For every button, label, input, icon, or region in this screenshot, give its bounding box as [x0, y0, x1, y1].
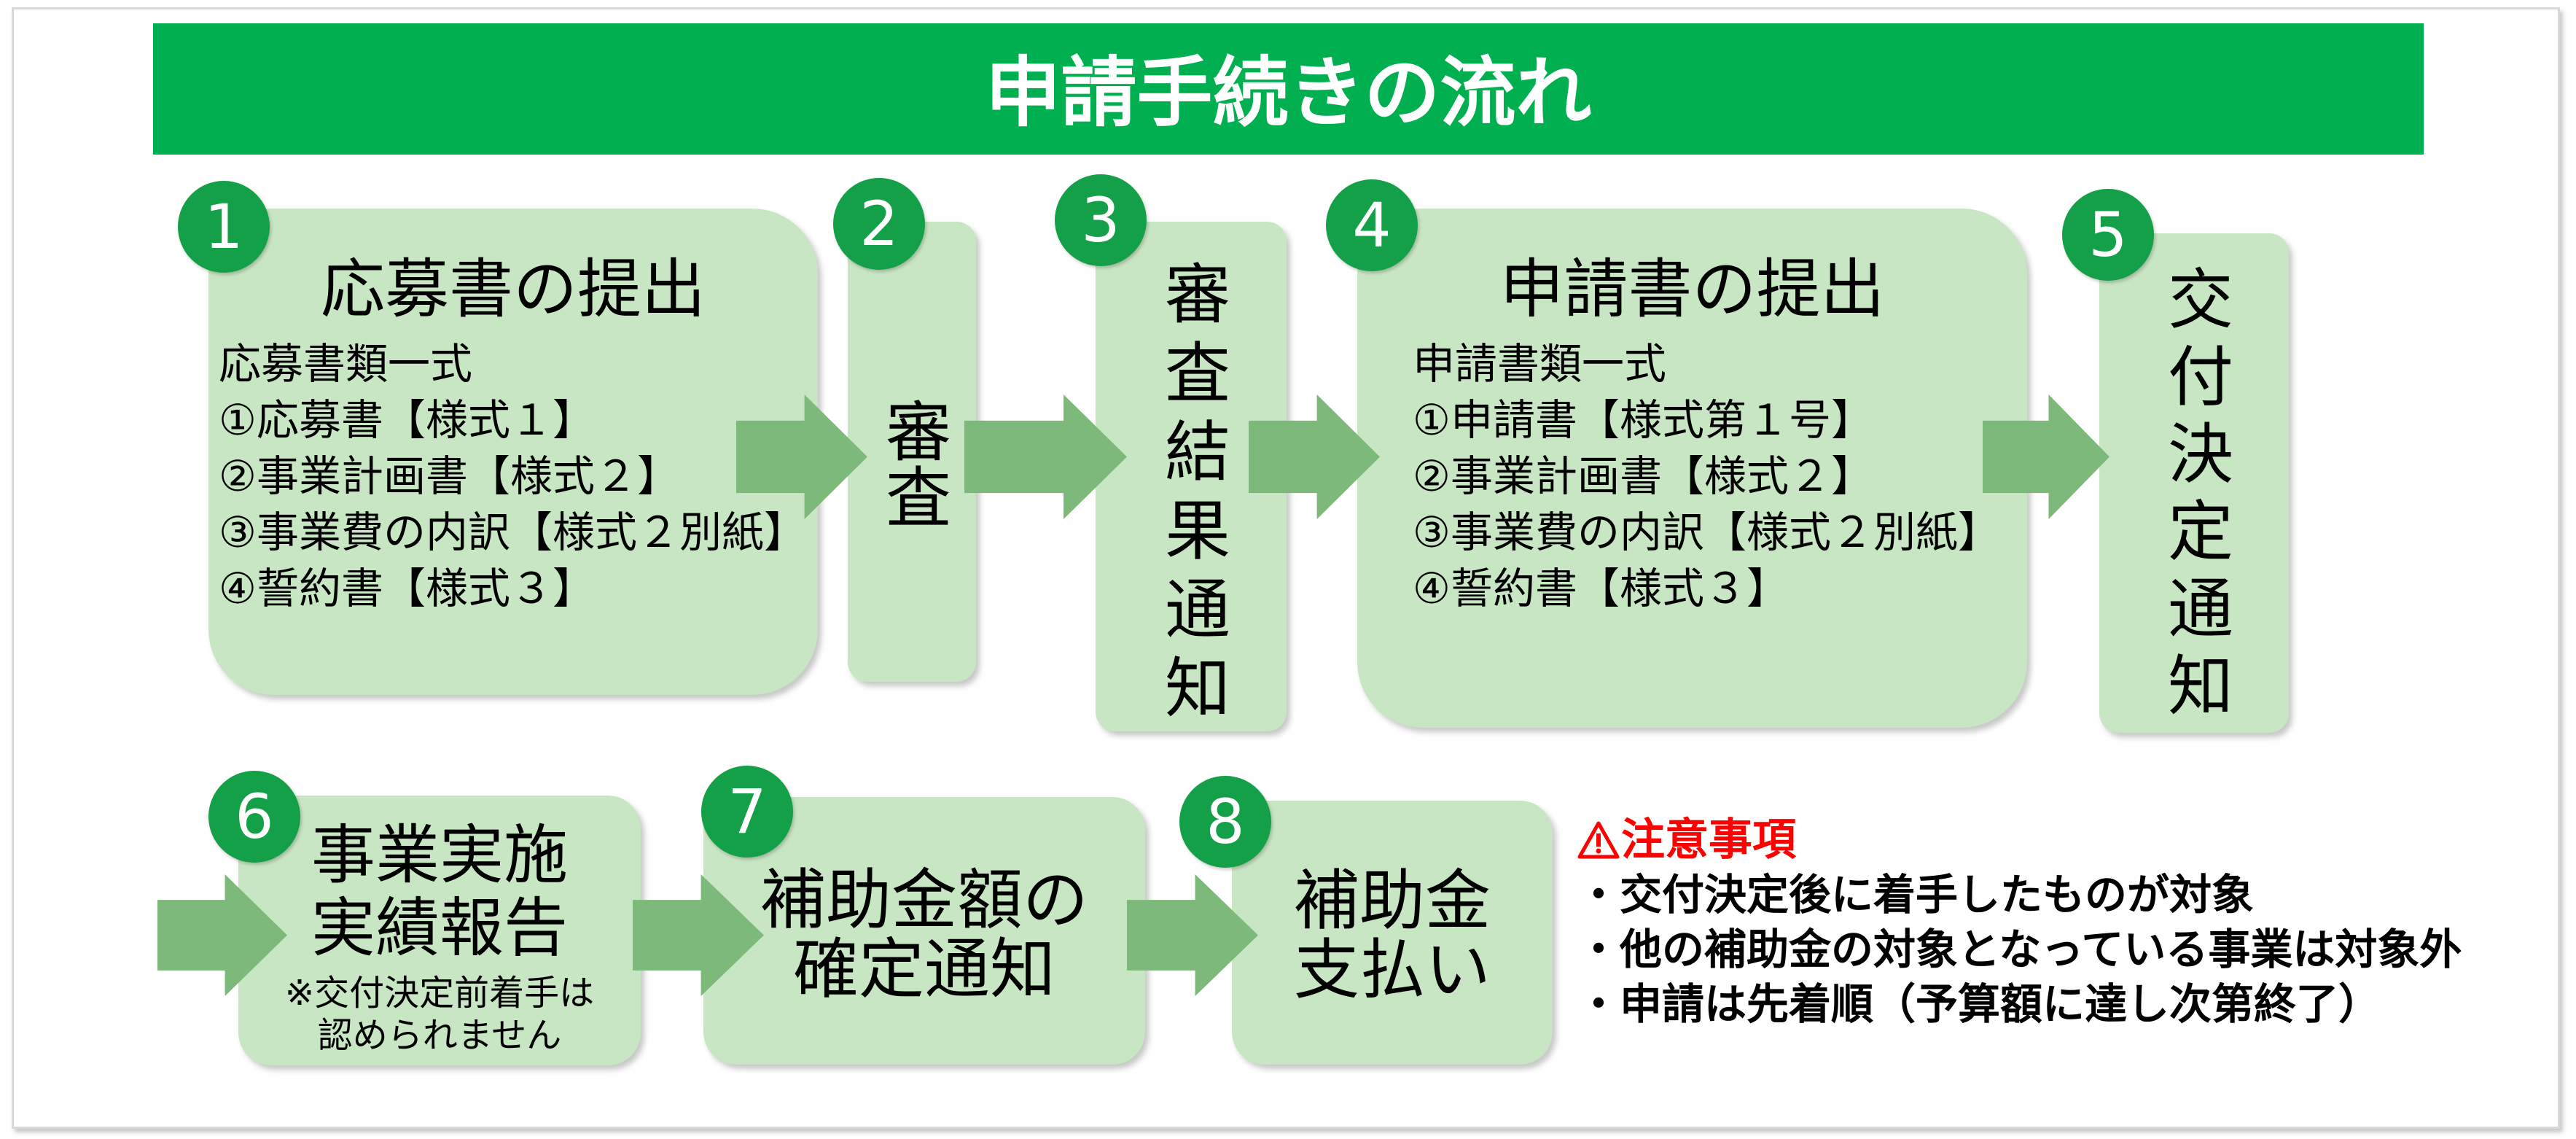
step-document-item: ②事業計画書【様式２】: [219, 451, 679, 501]
step-number-badge: 7: [701, 766, 793, 858]
step-8-box: 補助金 支払い: [1232, 801, 1553, 1065]
notes-item: ・申請は先着順（予算額に達し次第終了）: [1577, 979, 2381, 1029]
step-document-item: ④誓約書【様式３】: [219, 564, 595, 613]
step-document-item: ①申請書【様式第１号】: [1413, 395, 1873, 445]
step-number-badge: 8: [1179, 776, 1271, 868]
step-1-box: 応募書の提出 応募書類一式 ①応募書【様式１】 ②事業計画書【様式２】 ③事業費…: [208, 209, 818, 695]
step-4-box: 申請書の提出 申請書類一式 ①申請書【様式第１号】 ②事業計画書【様式２】 ③事…: [1357, 209, 2027, 728]
title-bar: 申請手続きの流れ: [153, 23, 2424, 155]
step-5-box: 交付決定通知: [2099, 233, 2289, 733]
step-title: 申請書の提出: [1499, 252, 1885, 327]
step-document-list: 応募書類一式 ①応募書【様式１】 ②事業計画書【様式２】 ③事業費の内訳【様式２…: [219, 336, 806, 617]
step-label: 補助金 支払い: [1232, 866, 1553, 1005]
notes-item: ・他の補助金の対象となっている事業は対象外: [1577, 925, 2462, 974]
step-6-box: 事業実施 実績報告 ※交付決定前着手は 認められません: [238, 796, 641, 1065]
warning-icon: [1577, 821, 1620, 859]
step-document-item: ④誓約書【様式３】: [1413, 564, 1789, 613]
step-label-line: 補助金額の: [760, 862, 1088, 938]
step-number-badge: 2: [833, 178, 925, 270]
step-label: 事業実施 実績報告: [238, 819, 641, 965]
step-label-line: 補助金: [1294, 863, 1491, 939]
step-label-line: 確定通知: [793, 931, 1055, 1008]
step-document-item: ③事業費の内訳【様式２別紙】: [219, 508, 806, 557]
notes-item: ・交付決定後に着手したものが対象: [1577, 870, 2255, 920]
step-note-line: 認められません: [317, 1015, 562, 1056]
step-label-line: 支払い: [1294, 932, 1491, 1008]
step-2-box: 審査: [848, 222, 976, 682]
step-document-list: 申請書類一式 ①申請書【様式第１号】 ②事業計画書【様式２】 ③事業費の内訳【様…: [1413, 336, 2000, 617]
step-document-item: ③事業費の内訳【様式２別紙】: [1413, 508, 2000, 557]
step-note-line: ※交付決定前着手は: [284, 973, 595, 1014]
step-number-badge: 6: [208, 771, 300, 863]
step-number-badge: 4: [1326, 179, 1418, 271]
step-title: 応募書の提出: [320, 252, 706, 327]
notes-list: ・交付決定後に着手したものが対象 ・他の補助金の対象となっている事業は対象外 ・…: [1577, 868, 2462, 1032]
step-label: 審査結果通知: [1153, 260, 1230, 732]
step-label: 補助金額の 確定通知: [703, 866, 1145, 1004]
step-document-item: 応募書類一式: [219, 339, 473, 389]
step-label-line: 事業実施: [311, 817, 568, 893]
step-document-item: 申請書類一式: [1413, 339, 1667, 389]
step-label: 審査: [874, 397, 951, 529]
step-note: ※交付決定前着手は 認められません: [238, 972, 641, 1057]
step-number-badge: 3: [1055, 174, 1147, 266]
step-document-item: ②事業計画書【様式２】: [1413, 451, 1873, 501]
step-number-badge: 1: [178, 181, 270, 273]
page-title: 申請手続きの流れ: [985, 48, 1592, 137]
step-label: 交付決定通知: [2156, 265, 2233, 728]
notes-heading: 注意事項: [1577, 812, 2462, 868]
step-number-badge: 5: [2062, 189, 2154, 281]
notes-heading-label: 注意事項: [1621, 815, 1796, 866]
step-document-item: ①応募書【様式１】: [219, 395, 595, 445]
step-label-line: 実績報告: [311, 890, 568, 965]
notes-panel: 注意事項 ・交付決定後に着手したものが対象 ・他の補助金の対象となっている事業は…: [1577, 812, 2462, 1032]
